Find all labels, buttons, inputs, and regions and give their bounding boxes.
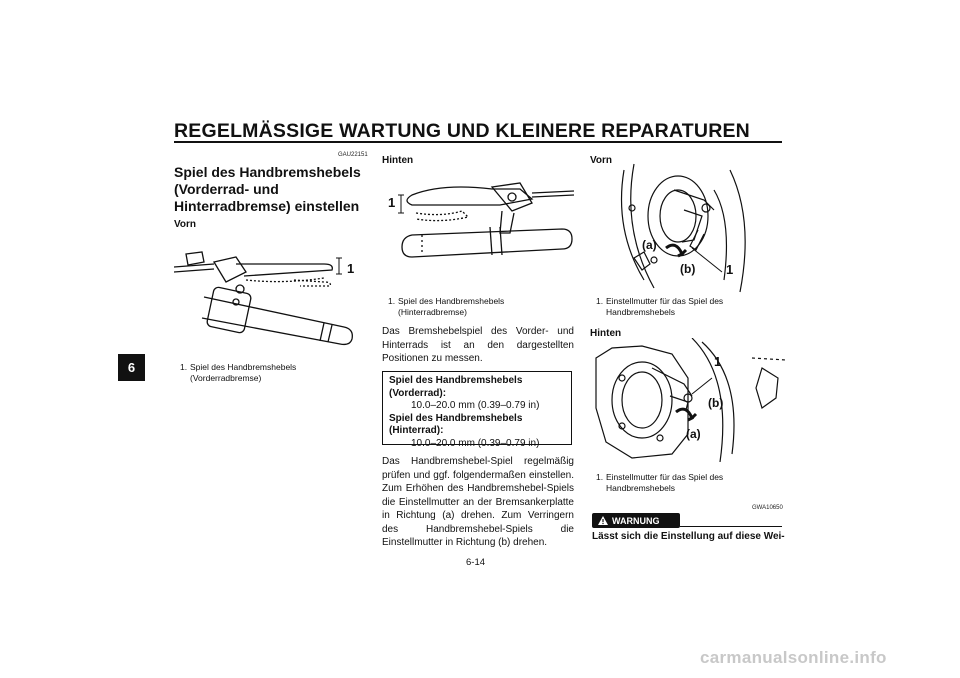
caption-line: Handbremshebels bbox=[606, 307, 675, 317]
rear-label-b: (b) bbox=[708, 396, 724, 410]
rear-label-a: (a) bbox=[686, 427, 701, 441]
section-title-line: Hinterradbremse) einstellen bbox=[174, 198, 360, 214]
section-code: GAU22151 bbox=[338, 152, 368, 158]
front-brake-lever-figure bbox=[174, 251, 353, 346]
warning-rule bbox=[680, 526, 782, 528]
warning-badge: WARNUNG bbox=[592, 513, 680, 528]
caption-line: Spiel des Handbremshebels bbox=[190, 362, 297, 372]
caption-line: Einstellmutter für das Spiel des bbox=[606, 296, 724, 306]
rear-heading-middle: Hinten bbox=[382, 155, 414, 166]
front-callout-1-right: 1 bbox=[726, 262, 734, 277]
rear-fig-caption-middle: 1.Spiel des Handbremshebels (Hinterradbr… bbox=[388, 296, 578, 318]
caption-number: 1. bbox=[596, 296, 604, 306]
caption-number: 1. bbox=[596, 472, 604, 482]
rear-adjuster-caption: 1.Einstellmutter für das Spiel des Handb… bbox=[596, 472, 786, 494]
section-title: Spiel des Handbremshebels (Vorderrad- un… bbox=[174, 164, 374, 215]
caption-line: Handbremshebels bbox=[606, 483, 675, 493]
rear-brake-lever-figure bbox=[398, 182, 574, 258]
caption-number: 1. bbox=[388, 296, 396, 306]
warning-code: GWA10650 bbox=[752, 505, 783, 511]
spec-rear-value: 10.0–20.0 mm (0.39–0.79 in) bbox=[411, 437, 540, 449]
instructions-paragraph: Das Handbremshebel-Spiel regelmäßig prüf… bbox=[382, 456, 574, 548]
front-label-a: (a) bbox=[642, 238, 657, 252]
section-title-line: (Vorderrad- und bbox=[174, 181, 279, 197]
front-adjuster-figure bbox=[620, 163, 746, 293]
rear-adjuster-figure bbox=[595, 338, 786, 462]
spec-front-value: 10.0–20.0 mm (0.39–0.79 in) bbox=[411, 400, 540, 411]
spec-rear-label: Spiel des Handbremshebels (Hinterrad): bbox=[389, 412, 523, 437]
front-label-b: (b) bbox=[680, 262, 696, 276]
caption-number: 1. bbox=[180, 362, 188, 372]
front-fig-caption: 1.Spiel des Handbremshebels (Vorderradbr… bbox=[180, 362, 370, 384]
spec-box: Spiel des Handbremshebels (Vorderrad): 1… bbox=[382, 371, 572, 449]
rear-callout-1-middle: 1 bbox=[388, 195, 396, 210]
rear-heading-right: Hinten bbox=[590, 328, 622, 339]
front-callout-1: 1 bbox=[347, 261, 355, 276]
caption-line: Spiel des Handbremshebels bbox=[398, 296, 505, 306]
caption-line: (Hinterradbremse) bbox=[398, 307, 467, 317]
header-rule bbox=[174, 141, 782, 143]
intro-paragraph: Das Bremshebelspiel des Vorder- und Hint… bbox=[382, 326, 574, 364]
chapter-tab: 6 bbox=[118, 354, 145, 381]
rear-callout-1-right: 1 bbox=[714, 354, 722, 369]
page-header-title: REGELMÄSSIGE WARTUNG UND KLEINERE REPARA… bbox=[174, 120, 750, 142]
front-adjuster-caption: 1.Einstellmutter für das Spiel des Handb… bbox=[596, 296, 786, 318]
warning-text: Lässt sich die Einstellung auf diese Wei… bbox=[592, 531, 785, 542]
front-heading-right: Vorn bbox=[590, 155, 613, 166]
watermark: carmanualsonline.info bbox=[700, 648, 887, 667]
warning-triangle-icon bbox=[598, 516, 608, 525]
caption-line: (Vorderradbremse) bbox=[190, 373, 262, 383]
spec-front-label: Spiel des Handbremshebels (Vorderrad): bbox=[389, 375, 523, 399]
warning-label: WARNUNG bbox=[612, 515, 660, 526]
page-number: 6-14 bbox=[466, 557, 486, 568]
section-title-line: Spiel des Handbremshebels bbox=[174, 164, 361, 180]
front-heading-left: Vorn bbox=[174, 219, 197, 230]
caption-line: Einstellmutter für das Spiel des bbox=[606, 472, 724, 482]
